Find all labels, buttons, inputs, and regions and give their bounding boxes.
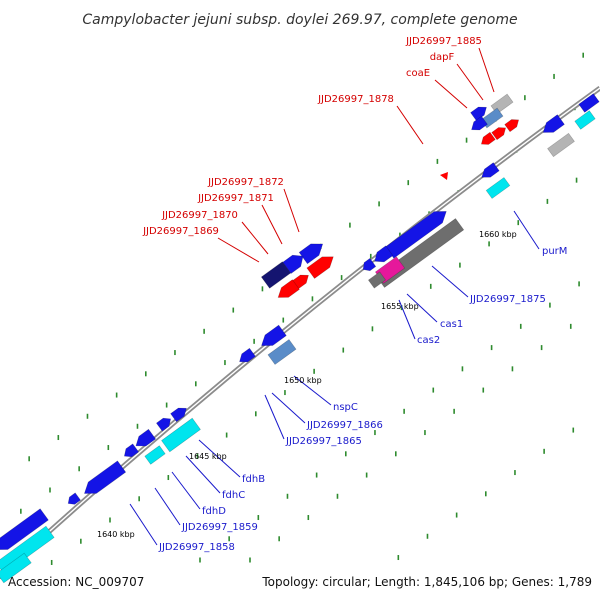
gene-feature	[261, 324, 287, 346]
gene-feature	[374, 245, 394, 263]
kbp-label: 1640 kbp	[97, 530, 135, 539]
gene-feature	[144, 445, 166, 465]
label-connector-line	[456, 63, 484, 101]
label-connector-line	[406, 293, 438, 323]
gene-label-cas1: cas1	[440, 319, 463, 330]
gene-label-nspc: nspC	[333, 402, 358, 413]
gene-label-fdhc: fdhC	[222, 490, 245, 501]
gene-feature	[578, 93, 600, 113]
gene-label-jjd26997-1870: JJD26997_1870	[161, 210, 238, 221]
gene-feature	[485, 177, 511, 199]
gene-feature	[161, 417, 201, 453]
label-connector-line	[129, 503, 158, 546]
gene-label-jjd26997-1872: JJD26997_1872	[207, 177, 284, 188]
gene-label-jjd26997-1865: JJD26997_1865	[285, 436, 362, 447]
gene-feature	[440, 172, 448, 180]
label-connector-line	[434, 79, 468, 109]
label-connector-line	[398, 299, 416, 340]
genome-backbone	[0, 85, 600, 580]
label-connector-line	[264, 394, 285, 440]
gene-feature	[574, 110, 596, 130]
gene-label-fdhd: fdhD	[202, 506, 226, 517]
gene-feature	[282, 254, 304, 274]
gene-label-dapf: dapF	[430, 52, 455, 63]
gene-feature	[67, 492, 81, 505]
label-connector-line	[241, 221, 269, 255]
label-connector-line	[198, 439, 241, 478]
label-connector-line	[271, 392, 306, 424]
kbp-label: 1645 kbp	[189, 452, 227, 461]
label-connector-line	[154, 487, 181, 526]
label-connector-line	[261, 204, 283, 245]
gene-label-jjd26997-1885: JJD26997_1885	[405, 36, 482, 47]
label-connector-line	[185, 455, 221, 494]
gene-features	[0, 93, 600, 584]
gene-feature	[481, 162, 500, 178]
gene-label-cas2: cas2	[417, 335, 440, 346]
gene-feature	[480, 131, 496, 145]
label-connector-line	[396, 105, 424, 145]
genome-backbone-highlight	[0, 87, 600, 577]
label-connector-line	[478, 47, 495, 93]
gene-label-purm: purM	[542, 246, 567, 257]
gene-feature	[267, 339, 297, 365]
gene-label-coae: coaE	[406, 68, 430, 79]
kbp-scale-labels: 1640 kbp 1645 kbp 1650 kbp 1655 kbp 1660…	[97, 230, 517, 539]
gene-feature	[277, 279, 300, 298]
gene-feature	[260, 261, 292, 289]
kbp-label: 1660 kbp	[479, 230, 517, 239]
gene-feature	[491, 127, 507, 141]
gene-label-jjd26997-1871: JJD26997_1871	[197, 193, 274, 204]
gene-feature	[367, 271, 387, 289]
kbp-label: 1650 kbp	[284, 376, 322, 385]
label-connector-line	[293, 375, 332, 406]
gene-feature	[170, 407, 187, 423]
gene-label-jjd26997-1869: JJD26997_1869	[142, 226, 219, 237]
gene-label-jjd26997-1875: JJD26997_1875	[469, 294, 546, 305]
gene-feature	[504, 119, 520, 133]
gene-feature	[362, 258, 377, 272]
label-connector-line	[283, 188, 300, 233]
gene-feature	[0, 552, 32, 584]
kbp-label: 1655 kbp	[381, 302, 419, 311]
genome-summary-text: Topology: circular; Length: 1,845,106 bp…	[261, 575, 592, 589]
label-connector-line	[171, 471, 201, 510]
accession-text: Accession: NC_009707	[8, 575, 144, 589]
gene-feature	[470, 106, 487, 122]
gene-feature	[306, 256, 334, 279]
gene-feature	[239, 347, 256, 363]
gene-label-jjd26997-1858: JJD26997_1858	[158, 542, 235, 553]
label-connector-line	[431, 265, 469, 298]
label-connector-line	[513, 210, 540, 250]
gene-feature	[542, 114, 565, 133]
gene-label-jjd26997-1866: JJD26997_1866	[306, 420, 383, 431]
gene-feature	[385, 211, 447, 259]
gene-feature	[155, 417, 172, 432]
gene-feature	[83, 460, 127, 494]
gene-feature	[298, 243, 324, 265]
gene-feature	[547, 132, 575, 158]
gene-label-fdhb: fdhB	[242, 474, 265, 485]
label-connector-line	[217, 237, 260, 263]
gene-feature	[471, 115, 488, 131]
gene-feature	[0, 508, 49, 550]
gene-label-jjd26997-1859: JJD26997_1859	[181, 522, 258, 533]
gene-feature	[123, 443, 140, 458]
label-connectors	[129, 47, 540, 546]
map-title: Campylobacter jejuni subsp. doylei 269.9…	[82, 12, 517, 28]
gene-feature	[135, 428, 157, 447]
gene-label-jjd26997-1878: JJD26997_1878	[317, 94, 394, 105]
